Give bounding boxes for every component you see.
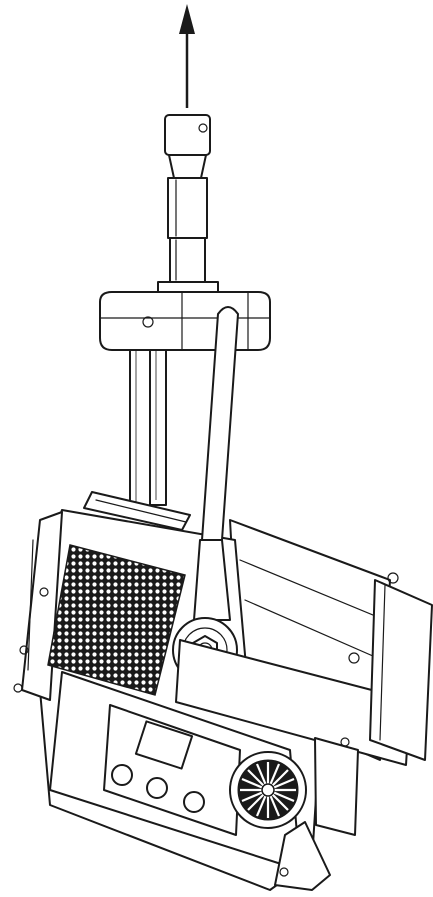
control-panel [103,704,241,836]
lift-direction-arrow [179,4,195,108]
yoke-arm [193,306,239,621]
focus-knob [229,751,307,829]
spigot [157,114,219,293]
panel-button-2 [146,777,168,799]
clamp-ring [99,291,271,351]
panel-button-3 [183,791,205,813]
stand-foot [274,737,359,891]
yoke-rails [129,339,167,511]
side-bracket [175,572,433,766]
panel-button-1 [111,764,133,786]
